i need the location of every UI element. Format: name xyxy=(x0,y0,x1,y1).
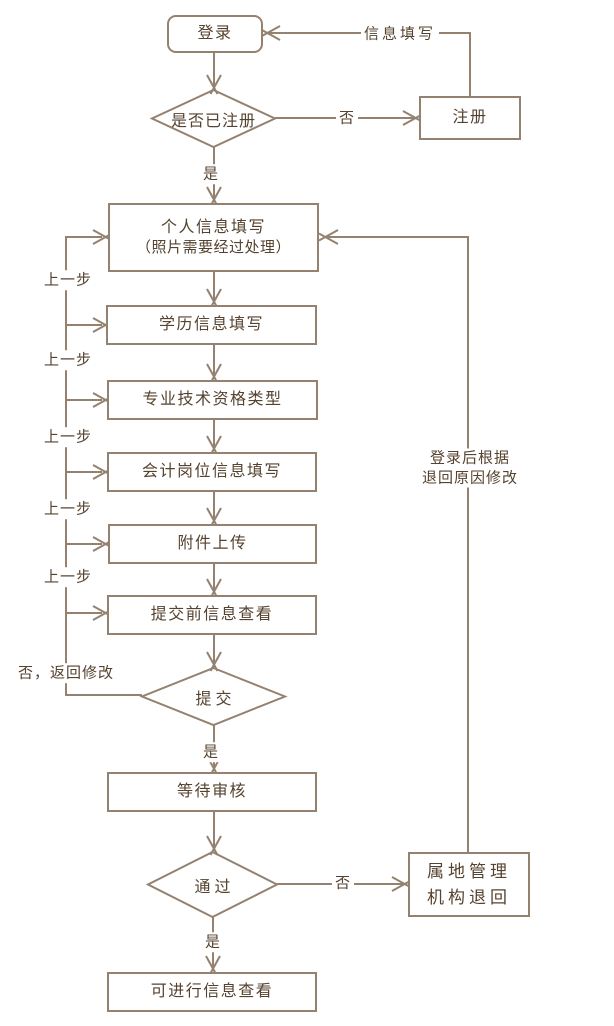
node-view-info: 可进行信息查看 xyxy=(107,972,317,1012)
node-qualification-type: 专业技术资格类型 xyxy=(107,380,318,420)
edge-label-prev-step-5: 上一步 xyxy=(40,567,96,587)
node-register-label: 注册 xyxy=(452,109,488,127)
node-personal-info-line2: （照片需要经过处理） xyxy=(135,239,291,257)
diamond-pass-label: 通过 xyxy=(194,878,235,896)
diamond-pass xyxy=(145,850,280,919)
node-login-label: 登录 xyxy=(197,25,233,43)
edge-label-yes-pass: 是 xyxy=(201,932,225,952)
node-accounting-post-label: 会计岗位信息填写 xyxy=(141,463,282,481)
node-agency-return-line1: 属地管理 xyxy=(427,862,511,881)
edge-label-login-modify: 登录后根据 退回原因修改 xyxy=(418,448,522,488)
edge-label-login-modify-line1: 登录后根据 xyxy=(429,449,511,467)
diamond-is-registered-label: 是否已注册 xyxy=(170,112,256,130)
diamond-is-registered xyxy=(149,88,278,149)
edge-agency-to-personal xyxy=(326,236,469,852)
edge-label-no-register: 否 xyxy=(335,108,359,128)
diamond-submit xyxy=(139,666,288,727)
edge-label-yes-submit: 是 xyxy=(199,742,223,762)
node-register: 注册 xyxy=(419,96,521,140)
node-pre-submit-review-label: 提交前信息查看 xyxy=(150,606,274,624)
edge-label-no-pass: 否 xyxy=(331,873,355,893)
node-personal-info-line1: 个人信息填写 xyxy=(160,218,266,236)
node-agency-return: 属地管理 机构退回 xyxy=(408,852,530,917)
node-attachment-upload: 附件上传 xyxy=(108,524,317,564)
node-wait-review-label: 等待审核 xyxy=(176,783,247,801)
edge-label-yes-registered: 是 xyxy=(199,164,223,184)
node-attachment-upload-label: 附件上传 xyxy=(177,535,248,553)
edge-back-main xyxy=(65,236,142,696)
node-login: 登录 xyxy=(167,15,263,53)
node-agency-return-line2: 机构退回 xyxy=(427,887,511,907)
edge-label-no-return-modify: 否，返回修改 xyxy=(14,663,118,683)
edge-label-info-fill: 信息填写 xyxy=(360,24,440,44)
node-education-info-label: 学历信息填写 xyxy=(158,316,264,334)
edge-label-login-modify-line2: 退回原因修改 xyxy=(421,469,519,486)
edge-label-prev-step-2: 上一步 xyxy=(40,350,96,370)
edge-register-to-login xyxy=(268,32,471,96)
node-pre-submit-review: 提交前信息查看 xyxy=(107,595,317,635)
node-view-info-label: 可进行信息查看 xyxy=(150,983,274,1001)
arrowheads xyxy=(92,25,423,976)
node-personal-info: 个人信息填写 （照片需要经过处理） xyxy=(108,203,319,272)
edge-label-prev-step-1: 上一步 xyxy=(40,270,96,290)
edge-label-prev-step-3: 上一步 xyxy=(40,427,96,447)
diamond-submit-label: 提交 xyxy=(195,690,236,708)
node-qualification-type-label: 专业技术资格类型 xyxy=(142,391,283,409)
edge-label-prev-step-4: 上一步 xyxy=(40,499,96,519)
node-education-info: 学历信息填写 xyxy=(106,305,317,345)
node-wait-review: 等待审核 xyxy=(107,772,317,812)
node-accounting-post: 会计岗位信息填写 xyxy=(107,452,317,492)
